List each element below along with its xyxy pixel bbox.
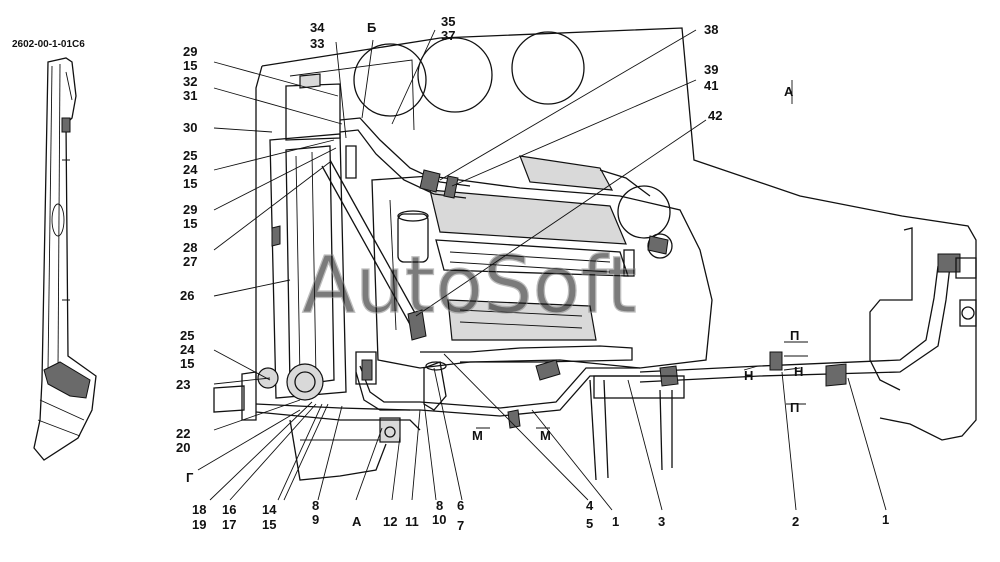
callout-label: 1 [882,512,889,527]
callout-label: А [784,84,794,99]
section-mark: Н [794,364,803,379]
section-mark: М [472,428,483,443]
callout-label: 6 [457,498,464,513]
callout-label: 24 [180,342,195,357]
callout-label: 7 [457,518,464,533]
callouts-left: 29 15 32 31 30 25 24 15 29 15 28 27 26 2… [176,44,198,485]
callout-label: 31 [183,88,197,103]
callout-label: 18 [192,502,206,517]
callout-label: 29 [183,44,197,59]
callout-label: 15 [183,216,197,231]
callout-label: Б [367,20,376,35]
watermark: AutoSoft [302,241,637,331]
frame-outline [255,27,977,441]
callout-label: 12 [383,514,397,529]
callout-label: 15 [183,58,197,73]
coolant-hoses [321,117,471,341]
callout-label: 4 [586,498,594,513]
callout-label: 42 [708,108,722,123]
callout-label: 41 [704,78,718,93]
callout-label: 15 [183,176,197,191]
callout-label: А [352,514,362,529]
callout-label: 29 [183,202,197,217]
callout-label: 39 [704,62,718,77]
callout-label: 24 [183,162,198,177]
callout-label: 11 [405,514,419,529]
callout-label: 3 [658,514,665,529]
side-view-panel [33,57,97,461]
leader-lines [197,29,887,511]
callout-label: 14 [262,502,277,517]
callout-label: 1 [612,514,619,529]
callout-label: 34 [310,20,325,35]
callout-label: 26 [180,288,194,303]
callout-label: 37 [441,28,455,43]
callout-label: 38 [704,22,718,37]
section-mark: М [540,428,551,443]
callouts-top: 34 33 Б 35 37 38 39 41 42 А [310,14,794,123]
callout-label: 8 [312,498,319,513]
callout-label: 17 [222,517,236,532]
section-mark: Н [744,368,753,383]
callout-label: 23 [176,377,190,392]
callout-label: 30 [183,120,197,135]
callout-label: 16 [222,502,236,517]
drawing-code: 2602-00-1-01C6 [12,39,85,50]
callout-label: 32 [183,74,197,89]
callout-label: 15 [180,356,194,371]
section-mark: П [790,400,799,415]
callout-label: 22 [176,426,190,441]
callout-label: 20 [176,440,190,455]
section-mark-labels: П Н Н П М М [472,328,803,443]
callout-label: 2 [792,514,799,529]
callout-label: 25 [183,148,197,163]
callout-label: 5 [586,516,593,531]
callout-label: 9 [312,512,319,527]
callout-label: Г [186,470,194,485]
callout-label: 35 [441,14,455,29]
callout-label: 15 [262,517,276,532]
callout-label: 25 [180,328,194,343]
section-mark: П [790,328,799,343]
callout-label: 28 [183,240,197,255]
section-marks [476,341,808,429]
callout-label: 33 [310,36,324,51]
radiator [257,73,347,401]
callout-label: 27 [183,254,197,269]
engine-block [371,155,713,369]
callout-label: 10 [432,512,446,527]
callout-label: 19 [192,517,206,532]
lower-lines [355,227,977,481]
callout-label: 8 [436,498,443,513]
callouts-bottom: 18 19 16 17 14 15 8 9 А 12 11 8 10 6 7 4… [192,498,889,533]
